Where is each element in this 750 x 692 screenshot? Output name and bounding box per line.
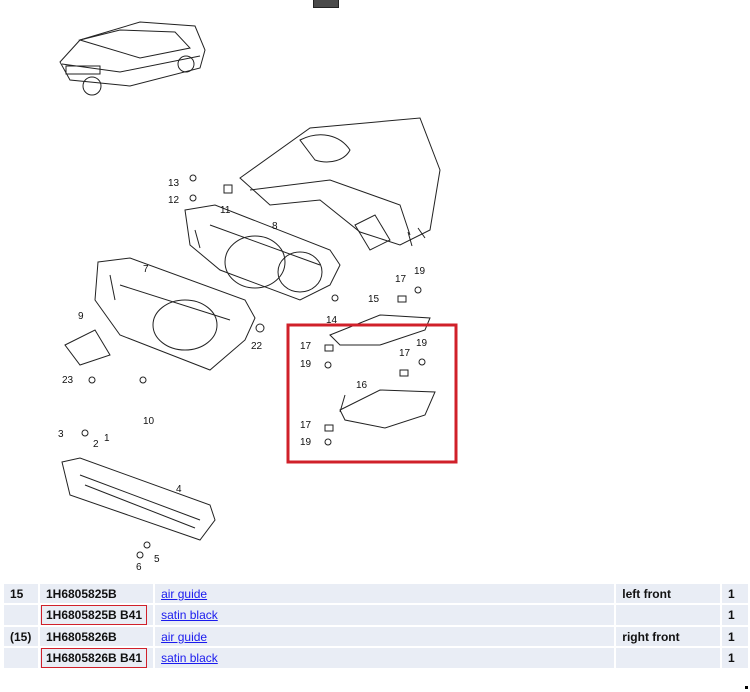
item-number	[4, 605, 40, 625]
callout-label: 17	[395, 274, 407, 285]
radiator-frame	[94, 257, 256, 371]
callout-label: 1	[104, 433, 110, 444]
part-number-highlighted: 1H6805826B B41	[40, 648, 148, 668]
callout-label: 13	[168, 178, 180, 189]
callout-label: 4	[176, 484, 182, 495]
lock-carrier	[184, 204, 341, 301]
air-guide-16	[339, 389, 436, 429]
table-row: 1H6805826B B41 satin black 1	[4, 648, 748, 668]
callout-label: 5	[154, 554, 160, 565]
position-note: left front	[616, 584, 723, 603]
part-number: 1H6805826B	[39, 627, 156, 646]
quantity: 1	[722, 627, 748, 646]
callout-label: 15	[368, 294, 380, 305]
part-number: 1H6805825B	[39, 584, 156, 603]
callout-label: 6	[136, 562, 142, 573]
callout-label: 17	[399, 348, 411, 359]
position-note: right front	[616, 627, 723, 646]
description-link[interactable]: satin black	[161, 608, 218, 622]
callout-label: 14	[326, 315, 338, 326]
callout-label: 16	[356, 380, 368, 391]
callout-label: 9	[78, 311, 84, 322]
description-link[interactable]: air guide	[161, 629, 208, 644]
quantity: 1	[722, 584, 748, 603]
item-number	[4, 648, 40, 668]
callout-label: 10	[143, 416, 155, 427]
bumper-support	[61, 457, 216, 541]
parts-table: 15 1H6805825B air guide left front 1 1H6…	[4, 582, 748, 670]
table-row: 1H6805825B B41 satin black 1	[4, 605, 748, 625]
body-shell	[239, 117, 441, 251]
quantity: 1	[722, 648, 748, 668]
callout-label: 2	[93, 439, 99, 450]
item-number: 15	[4, 584, 40, 603]
callout-label: 19	[414, 266, 426, 277]
callout-label: 19	[300, 437, 312, 448]
quantity: 1	[722, 605, 748, 625]
highlight-box	[286, 323, 458, 464]
description-link[interactable]: air guide	[161, 586, 208, 601]
toolbar-button[interactable]	[313, 0, 339, 8]
item-number: (15)	[4, 627, 40, 646]
callout-labels: 13 12 11 8 7 9 14 22 23 10 3 2 1 4 5 6 1…	[58, 178, 428, 573]
callout-label: 3	[58, 429, 64, 440]
air-guide-15	[329, 314, 431, 346]
callout-label: 17	[300, 341, 312, 352]
fasteners	[81, 174, 426, 559]
exploded-parts-diagram: 13 12 11 8 7 9 14 22 23 10 3 2 1 4 5 6 1…	[58, 21, 458, 573]
car-thumbnail	[59, 21, 206, 96]
callout-label: 12	[168, 195, 180, 206]
callout-label: 11	[220, 205, 231, 216]
part-number-highlighted: 1H6805825B B41	[40, 605, 148, 625]
description-link[interactable]: satin black	[161, 651, 218, 665]
callout-label: 22	[251, 341, 263, 352]
callout-label: 19	[300, 359, 312, 370]
bracket	[64, 329, 111, 366]
callout-label: 8	[272, 221, 278, 232]
callout-label: 23	[62, 375, 74, 386]
table-row: 15 1H6805825B air guide left front 1	[4, 584, 748, 603]
table-row: (15) 1H6805826B air guide right front 1	[4, 627, 748, 646]
position-note	[616, 648, 723, 668]
corner-marker	[745, 686, 748, 689]
callout-label: 7	[143, 264, 149, 275]
position-note	[616, 605, 723, 625]
callout-label: 17	[300, 420, 312, 431]
callout-label: 19	[416, 338, 428, 349]
